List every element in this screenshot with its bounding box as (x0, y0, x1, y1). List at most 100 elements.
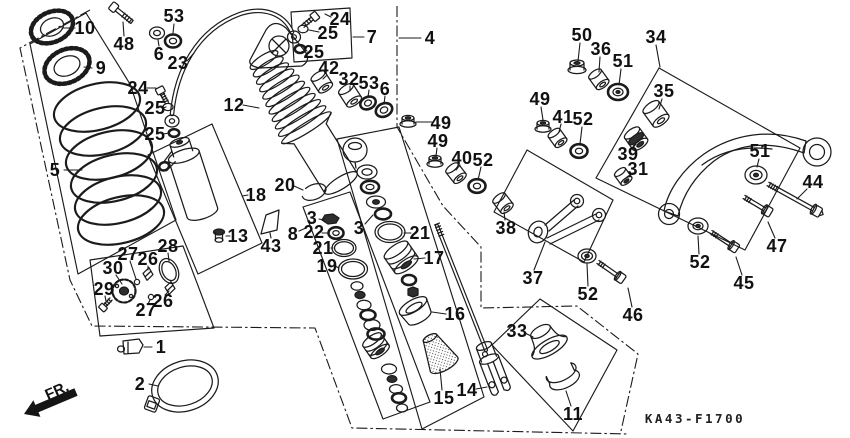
leader-line-49 (435, 147, 438, 157)
part-label-53: 53 (358, 73, 380, 93)
part-label-13: 13 (227, 226, 249, 246)
part-label-21: 21 (409, 223, 431, 243)
o-ring-28 (158, 257, 180, 285)
part-label-41: 41 (552, 107, 574, 127)
seal-6 (374, 101, 394, 119)
leader-line-53 (367, 89, 370, 98)
washer-52 (687, 217, 709, 235)
spring-26 (142, 267, 154, 281)
leader-lines (61, 13, 808, 407)
part-label-8: 8 (287, 224, 299, 244)
bushing-31 (613, 166, 633, 186)
chain-border-left (19, 9, 629, 435)
valve-piston (362, 332, 390, 360)
leader-line-15 (439, 368, 443, 391)
bushing-39 (623, 126, 649, 152)
leader-line-40 (455, 164, 461, 171)
shock-bellows (249, 49, 358, 195)
leader-line-51 (618, 68, 622, 86)
leader-line-27 (147, 299, 151, 305)
part-label-7: 7 (366, 27, 378, 47)
leader-line-20 (293, 185, 304, 191)
leader-line-23 (186, 52, 195, 62)
part-label-17: 17 (423, 248, 445, 268)
part-label-21: 21 (312, 238, 334, 258)
part-label-44: 44 (802, 172, 824, 192)
part-label-38: 38 (495, 218, 517, 238)
group-box-18 (147, 123, 263, 275)
leader-line-9 (83, 66, 93, 69)
leader-line-19 (334, 265, 340, 269)
part-label-19: 19 (316, 256, 338, 276)
leader-line-27 (129, 260, 137, 280)
washer-25 (297, 24, 309, 34)
part-label-30: 30 (102, 258, 124, 278)
part-label-18: 18 (245, 185, 267, 205)
ball-27 (133, 278, 141, 286)
collar-36 (588, 68, 610, 91)
part-label-2: 2 (134, 374, 146, 394)
nut-49 (399, 114, 417, 128)
leader-line-6 (383, 95, 386, 105)
part-label-6: 6 (153, 44, 165, 64)
part-label-34: 34 (645, 27, 667, 47)
part-label-1: 1 (155, 337, 167, 357)
part-label-32: 32 (338, 69, 360, 89)
part-label-12: 12 (223, 95, 245, 115)
seal-stack-left-lower (380, 363, 409, 413)
part-label-3: 3 (306, 208, 318, 228)
leader-line-52 (586, 263, 589, 287)
leader-line-8 (298, 227, 307, 232)
leader-line-50 (577, 42, 581, 62)
seal-53 (163, 33, 183, 49)
part-label-37: 37 (522, 268, 544, 288)
collar-42 (310, 70, 334, 94)
group-box-34 (595, 67, 801, 251)
leader-line-53 (172, 23, 175, 34)
part-label-4: 4 (424, 28, 436, 48)
leader-line-26 (164, 290, 170, 296)
part-label-26: 26 (152, 291, 174, 311)
part-label-52: 52 (577, 284, 599, 304)
leader-line-17 (413, 257, 426, 260)
diagram-code: KA43-F1700 (644, 410, 746, 426)
leader-line-39 (631, 143, 637, 150)
leader-line-52 (477, 166, 482, 181)
leader-line-25 (162, 132, 170, 135)
part-label-5: 5 (49, 160, 61, 180)
adjuster-knob-30 (111, 278, 137, 304)
part-label-43: 43 (260, 236, 282, 256)
part-label-35: 35 (653, 81, 675, 101)
leader-line-47 (767, 221, 776, 239)
leader-line-16 (431, 311, 447, 315)
screw-29 (98, 297, 113, 313)
spring-seat-33 (530, 323, 568, 360)
coil-spring (52, 81, 166, 246)
rod-nut (407, 286, 419, 298)
washer-51 (744, 165, 768, 185)
part-label-42: 42 (318, 58, 340, 78)
part-label-52: 52 (689, 252, 711, 272)
part-label-46: 46 (622, 305, 644, 325)
part-label-52: 52 (472, 150, 494, 170)
shock-arm-34 (657, 133, 832, 226)
leader-line-41 (558, 123, 562, 133)
part-label-9: 9 (95, 58, 107, 78)
part-label-27: 27 (117, 244, 139, 264)
seal-52 (467, 177, 487, 195)
nut-49 (426, 154, 444, 168)
part-label-51: 51 (749, 141, 771, 161)
part-label-6: 6 (379, 79, 391, 99)
part-label-16: 16 (444, 304, 466, 324)
part-label-14: 14 (456, 380, 478, 400)
nut-49 (534, 119, 552, 133)
leader-line-25 (162, 106, 167, 109)
bolt-45 (709, 229, 741, 254)
part-label-47: 47 (766, 236, 788, 256)
leader-line-28 (167, 252, 170, 262)
leader-line-48 (122, 21, 125, 37)
group-box-8 (302, 191, 431, 420)
part-label-31: 31 (627, 159, 649, 179)
part-label-25: 25 (144, 98, 166, 118)
